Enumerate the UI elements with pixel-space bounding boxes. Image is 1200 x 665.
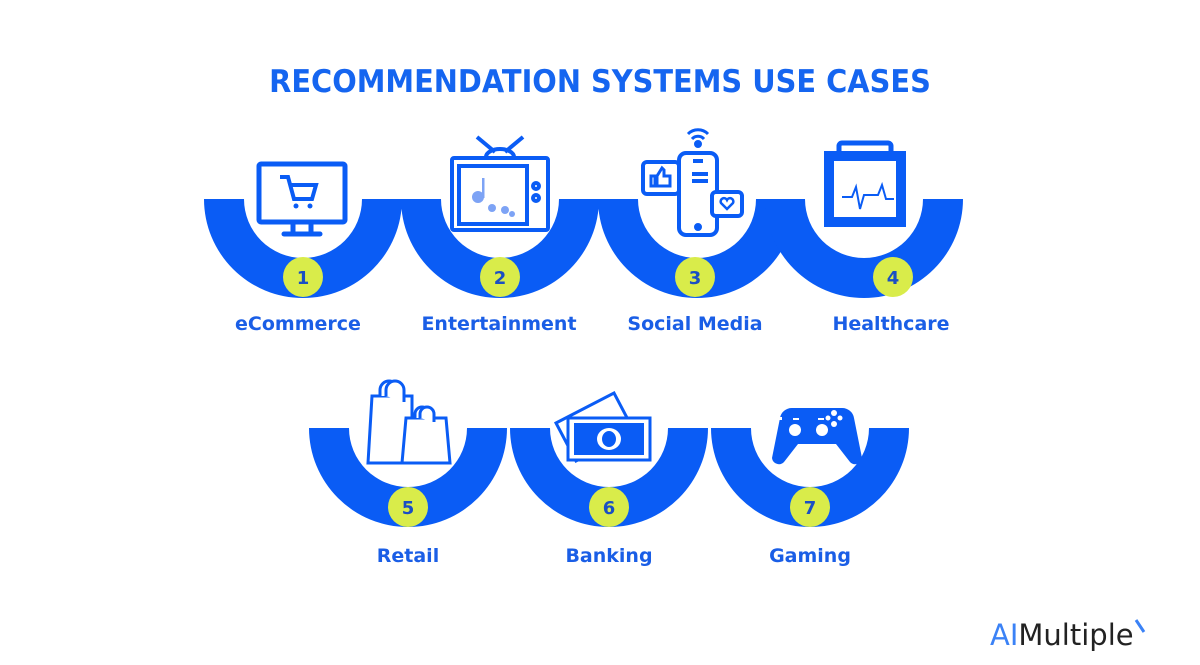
number-badge-4: 4 [873,257,913,297]
gamepad-icon [772,407,862,465]
page-title: RECOMMENDATION SYSTEMS USE CASES [269,64,931,100]
use-case-label-gaming: Gaming [769,545,851,567]
shopping-bags-icon [366,379,452,465]
number-badge-6: 6 [589,487,629,527]
number-badge-3: 3 [675,257,715,297]
use-case-label-banking: Banking [565,545,653,567]
svg-text:1: 1 [297,268,310,289]
use-case-label-entertainment: Entertainment [421,313,577,335]
svg-text:7: 7 [804,498,817,519]
svg-text:3: 3 [689,268,702,289]
use-case-label-healthcare: Healthcare [832,313,950,335]
banknotes-icon [553,390,652,464]
logo-prefix: AI [990,618,1019,652]
use-case-label-retail: Retail [376,545,440,567]
svg-text:6: 6 [603,498,616,519]
svg-text:4: 4 [887,268,900,289]
number-badge-1: 1 [283,257,323,297]
number-badge-7: 7 [790,487,830,527]
number-badge-5: 5 [388,487,428,527]
tv-music-icon [450,135,550,232]
svg-text:5: 5 [402,498,415,519]
number-badge-2: 2 [480,257,520,297]
smartphone-social-icon [641,128,744,237]
use-case-label-ecommerce: eCommerce [235,313,361,335]
shopping-cart-monitor-icon [256,161,348,237]
svg-text:2: 2 [494,268,507,289]
medical-heartbeat-case-icon [824,140,906,227]
use-case-label-social-media: Social Media [627,313,763,335]
logo-accent-icon [1134,619,1145,633]
logo-suffix: Multiple [1018,618,1134,652]
aimultiple-logo: AIMultiple [990,618,1145,652]
